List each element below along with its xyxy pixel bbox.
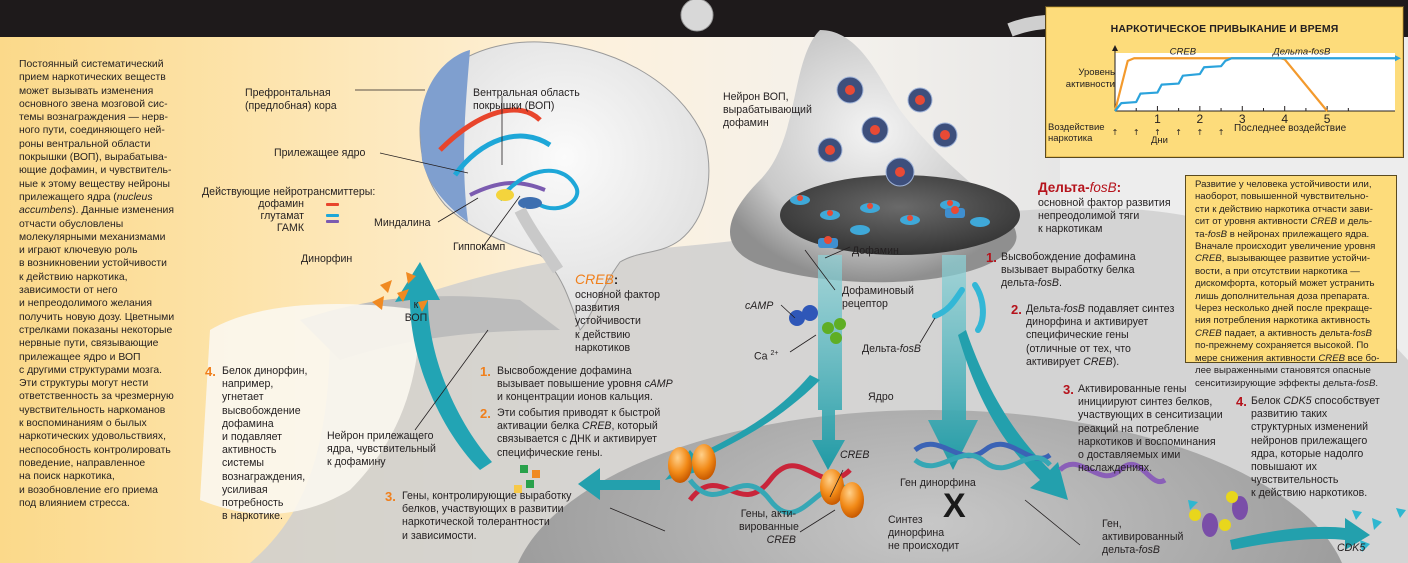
label-dopamine: Дофамин	[852, 245, 899, 257]
legend-glutamate-label: глутамат	[260, 210, 304, 222]
side-note: Развитие у человека устойчивости или,нао…	[1185, 175, 1397, 389]
chart-exposure-marker: ↑	[1133, 128, 1140, 137]
genes-left-arrow	[578, 468, 660, 500]
creb-block-title: CREB:	[575, 271, 619, 287]
label-camp: cAMP	[745, 300, 774, 312]
nucleus	[518, 410, 1342, 563]
vesicles	[817, 76, 958, 187]
addiction-time-chart: 1 2 3 4 5 CREB Дельта-fosB ↑ ↑ ↑ ↑ ↑ ↑	[1112, 45, 1401, 137]
label-dynorphin: Динорфин	[301, 253, 353, 265]
dna-fosb	[1058, 461, 1167, 485]
cdk5-arrow	[1230, 518, 1370, 550]
to-vta-arrow	[395, 262, 492, 470]
vta-neuron-soma	[680, 0, 714, 32]
legend-dopamine-label: дофамин	[258, 198, 304, 210]
chart-title: НАРКОТИЧЕСКОЕ ПРИВЫКАНИЕ И ВРЕМЯ	[1110, 23, 1339, 35]
chart-x-tick-label: 2	[1197, 112, 1204, 126]
label-dynorphin-gene: Ген динорфина	[900, 477, 976, 489]
legend-gaba-label: ГАМК	[276, 222, 304, 234]
fosb-block-title: Дельта-fosB:	[1038, 180, 1122, 195]
label-cdk5: CDK5	[1337, 542, 1366, 554]
chart-x-tick-label: 5	[1324, 112, 1331, 126]
chart-exposure-marker: ↑	[1112, 128, 1119, 137]
chart-ylabel: Уровень активности	[1065, 67, 1115, 90]
label-hippocampus: Гиппокамп	[453, 241, 506, 253]
fosb-signal-column	[928, 255, 978, 470]
chart-series-label: CREB	[1170, 46, 1197, 57]
label-prefrontal-cortex: Префронтальная(предлобная) кора	[245, 87, 337, 113]
chart-exposure-marker: ↑	[1218, 128, 1225, 137]
creb-signal-column	[812, 255, 845, 470]
label-creb-protein: CREB	[840, 449, 870, 461]
legend-dopamine-swatch	[326, 203, 339, 206]
legend-gaba-swatch	[326, 220, 339, 223]
addiction-time-chart-box: НАРКОТИЧЕСКОЕ ПРИВЫКАНИЕ И ВРЕМЯ 1 2 3 4 5 CR…	[1045, 6, 1404, 158]
chart-x-tick-label: 3	[1239, 112, 1246, 126]
chart-exposure-marker: ↑	[1196, 128, 1203, 137]
chart-y-axis-arrow	[1112, 45, 1118, 51]
chart-deltafosb-arrowhead	[1395, 55, 1401, 62]
prefrontal-cortex	[420, 50, 470, 222]
chart-xlabel: Дни	[1151, 135, 1168, 146]
chart-plot-area	[1115, 53, 1395, 111]
label-calcium: Ca 2+	[754, 350, 779, 363]
chart-exposure-marker: ↑	[1154, 128, 1161, 137]
fosb-arrow-right	[958, 330, 1068, 500]
legend-title: Действующие нейротрансмиттеры:	[202, 186, 376, 198]
label-accumbens: Прилежащее ядро	[274, 147, 366, 159]
chart-series-label: Дельта-fosB	[1272, 46, 1331, 57]
chart-exposure-marker: ↑	[1175, 128, 1182, 137]
creb-protein	[668, 447, 692, 483]
brain-illustration	[419, 41, 710, 331]
chart-x-tick-label: 1	[1154, 112, 1161, 126]
blocked-x-mark: X	[943, 487, 966, 525]
accumbens-neuron-bright	[200, 304, 420, 514]
chart-last-exposure-label: Последнее воздействие	[1234, 123, 1347, 134]
chart-x-tick-label: 4	[1281, 112, 1288, 126]
label-deltafosb: Дельта-fosB	[862, 343, 921, 355]
label-nucleus: Ядро	[868, 391, 894, 403]
chart-series-deltafosb	[1114, 57, 1395, 112]
label-amygdala: Миндалина	[374, 217, 431, 229]
legend-glutamate-swatch	[326, 214, 339, 217]
